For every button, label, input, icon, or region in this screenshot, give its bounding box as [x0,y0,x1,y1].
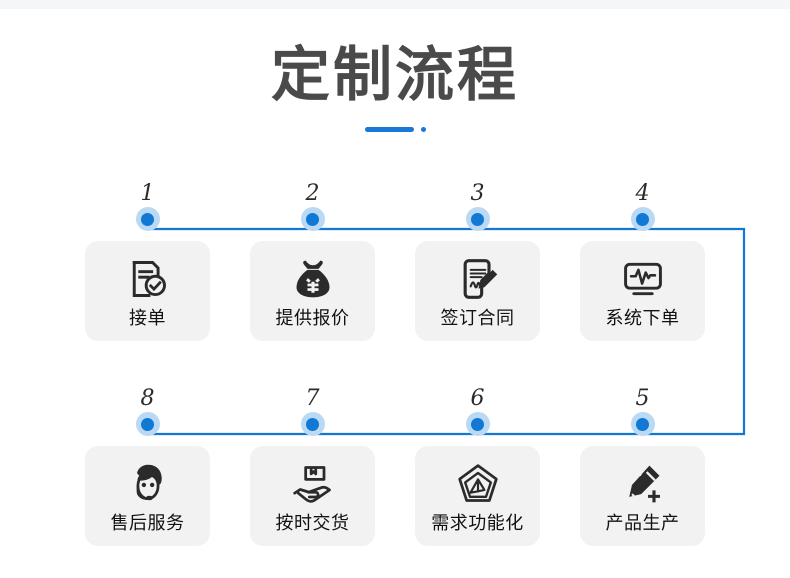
step-card[interactable]: 售后服务 [85,446,210,546]
step-card[interactable]: 系统下单 [580,241,705,341]
step-dot[interactable] [415,206,540,232]
step-dot-core [636,417,649,431]
contract-pen-icon [454,256,502,302]
page-header: 定制流程 [0,40,790,132]
step-dot-halo [465,412,490,436]
step-card[interactable]: 需求功能化 [415,446,540,546]
step-dot-core [471,212,484,226]
title-accent [0,126,790,132]
money-bag-yuan-icon [289,256,337,302]
step-dot[interactable] [415,411,540,437]
flow-step-5[interactable]: 5 产品生产 [580,387,705,546]
step-label: 需求功能化 [431,513,524,534]
step-dot[interactable] [85,411,210,437]
step-label: 接单 [129,308,166,329]
step-label: 系统下单 [605,308,680,329]
step-dot-core [471,417,484,431]
monitor-waveform-icon [619,256,667,302]
step-dot-core [141,212,154,226]
page-title: 定制流程 [270,40,519,109]
step-dot-core [636,212,649,226]
step-label: 签订合同 [440,308,515,329]
flow-step-8[interactable]: 8 售后服务 [85,387,210,546]
step-label: 售后服务 [110,513,185,534]
step-dot[interactable] [250,206,375,232]
step-dot-halo [135,207,160,231]
step-label: 产品生产 [605,513,680,534]
step-label: 提供报价 [275,308,350,329]
flow-step-2[interactable]: 2 提供报价 [250,182,375,341]
step-dot-halo [135,412,160,436]
step-dot-halo [300,412,325,436]
accent-bar-icon [364,126,414,132]
step-label: 按时交货 [275,513,350,534]
document-check-icon [124,256,172,302]
step-card[interactable]: 按时交货 [250,446,375,546]
pentagon-icon [454,461,502,507]
step-number: 6 [470,386,485,411]
step-card[interactable]: 产品生产 [580,446,705,546]
step-number: 2 [305,181,320,206]
flow-step-6[interactable]: 6 需求功能化 [415,387,540,546]
step-dot-core [306,212,319,226]
step-dot[interactable] [85,206,210,232]
step-card[interactable]: 签订合同 [415,241,540,341]
step-card[interactable]: 提供报价 [250,241,375,341]
step-dot[interactable] [250,411,375,437]
step-dot[interactable] [580,411,705,437]
step-number: 7 [305,386,320,411]
step-number: 4 [635,181,650,206]
step-dot-halo [630,207,655,231]
step-number: 3 [470,181,485,206]
flow-step-1[interactable]: 1 接单 [85,182,210,341]
top-edge-strip [0,0,790,9]
step-dot-halo [630,412,655,436]
step-number: 5 [635,386,650,411]
headset-person-icon [124,461,172,507]
step-dot[interactable] [580,206,705,232]
flow-step-3[interactable]: 3 签订合同 [415,182,540,341]
pencil-plus-icon [619,461,667,507]
step-dot-core [306,417,319,431]
accent-dot-icon [420,126,426,132]
step-number: 1 [140,181,155,206]
step-dot-halo [300,207,325,231]
flow-step-4[interactable]: 4 系统下单 [580,182,705,341]
step-number: 8 [140,386,155,411]
step-dot-core [141,417,154,431]
step-card[interactable]: 接单 [85,241,210,341]
flow-step-7[interactable]: 7 按时交货 [250,387,375,546]
hand-package-icon [289,461,337,507]
step-dot-halo [465,207,490,231]
